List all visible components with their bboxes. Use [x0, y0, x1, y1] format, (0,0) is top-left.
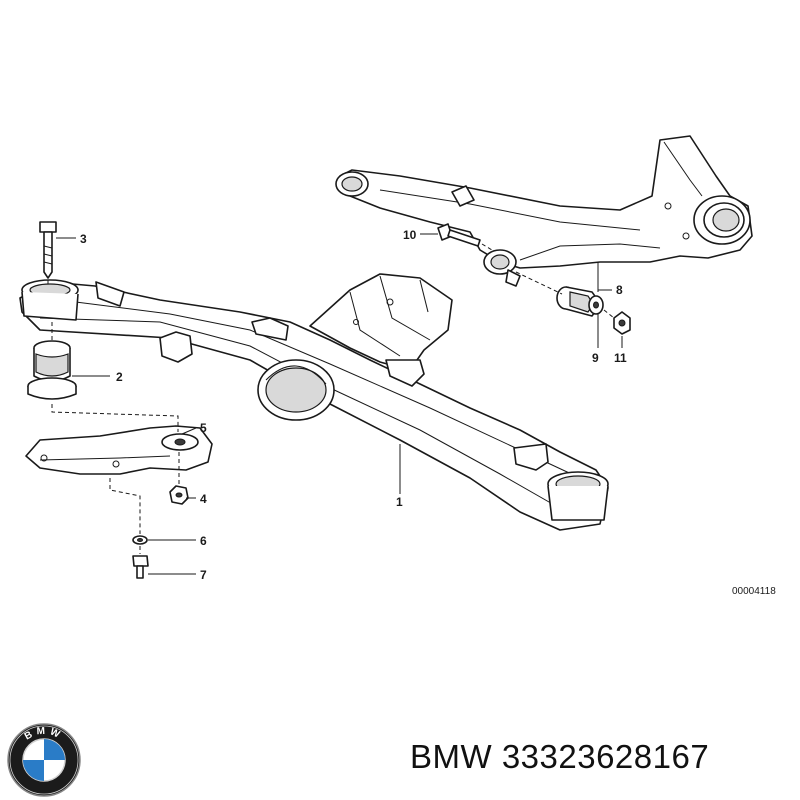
- callout-5: 5: [200, 421, 207, 435]
- callout-9: 9: [592, 351, 599, 365]
- callout-2: 2: [116, 370, 123, 384]
- screw: [132, 555, 149, 579]
- callout-7: 7: [200, 568, 207, 582]
- callout-1: 1: [396, 495, 403, 509]
- nut: [169, 485, 189, 505]
- rear-axle-carrier: [19, 273, 609, 531]
- nut-11: [613, 311, 631, 335]
- part-number-caption: BMW 33323628167: [410, 738, 710, 775]
- washer: [132, 535, 148, 545]
- mounting-bracket: [25, 425, 213, 475]
- callout-6: 6: [200, 534, 207, 548]
- callout-8: 8: [616, 283, 623, 297]
- rubber-mount-bushing: [27, 340, 77, 400]
- bmw-logo: BMW: [7, 723, 81, 797]
- callout-11: 11: [614, 351, 627, 365]
- rubber-bushing: [556, 286, 604, 317]
- callout-4: 4: [200, 492, 207, 506]
- diagram-reference-code: 00004118: [732, 586, 776, 597]
- bolt: [39, 221, 57, 279]
- bolt-10: [437, 223, 481, 247]
- callout-3: 3: [80, 232, 87, 246]
- callout-labels: 1 2 3 4 5 6 7 8 9 10 11: [80, 228, 627, 582]
- leader-lines: [56, 233, 623, 575]
- assembly-lines: [47, 243, 615, 554]
- callout-10: 10: [403, 228, 417, 242]
- trailing-arm: [335, 135, 753, 287]
